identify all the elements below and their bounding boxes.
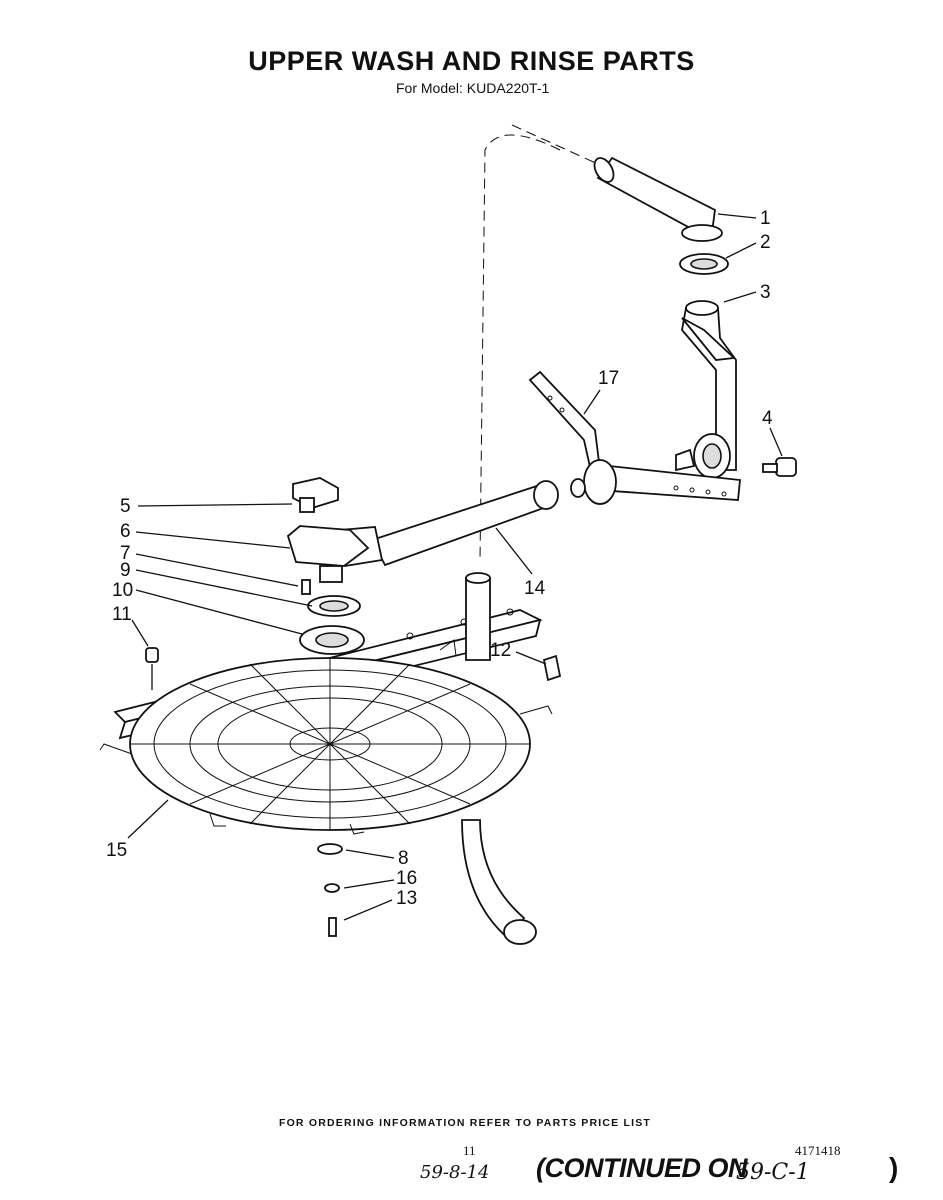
ordering-note: FOR ORDERING INFORMATION REFER TO PARTS …: [278, 1117, 652, 1129]
feed-path-line: [479, 134, 561, 561]
callout-5: 5: [120, 496, 131, 517]
part-6-hub-housing[interactable]: [286, 525, 370, 583]
part-12-clip[interactable]: [542, 654, 562, 682]
model-subtitle: For Model: KUDA220T-1: [396, 80, 550, 96]
callout-11: 11: [112, 604, 132, 625]
callout-6: 6: [120, 521, 131, 542]
part-13-screw[interactable]: [328, 917, 337, 937]
part-17-bracket[interactable]: [528, 370, 741, 505]
manifold-tube: [675, 433, 731, 479]
part-3-supply-tube[interactable]: [681, 300, 737, 471]
document-part-number: 4171418: [795, 1143, 841, 1158]
callout-12: 12: [490, 640, 511, 661]
part-14-conduit-tube[interactable]: [338, 480, 559, 568]
vertical-feed-pipe: [461, 572, 537, 945]
part-15-rack-wheel[interactable]: [99, 639, 553, 835]
part-8-washer[interactable]: [317, 843, 343, 855]
callout-4: 4: [762, 408, 773, 429]
part-16-washer[interactable]: [324, 883, 340, 893]
part-7-screw[interactable]: [301, 579, 311, 595]
part-2-seal-ring[interactable]: [679, 253, 729, 275]
callout-10: 10: [112, 580, 133, 601]
handwritten-reference-left: 59-8-14: [420, 1162, 490, 1183]
leader-lines: [127, 213, 783, 921]
handwritten-reference-right: 59-C-1: [736, 1160, 810, 1185]
callout-7: 7: [120, 543, 131, 564]
callout-15: 15: [106, 840, 127, 861]
continued-label: (CONTINUED ON: [536, 1153, 748, 1183]
part-4-clip[interactable]: [762, 457, 797, 477]
part-9-bearing-ring[interactable]: [307, 595, 361, 617]
part-1-elbow-tube[interactable]: [591, 155, 723, 242]
callout-8: 8: [398, 848, 409, 869]
callout-3: 3: [760, 282, 771, 303]
callout-1: 1: [760, 208, 771, 229]
callout-17: 17: [598, 368, 619, 389]
callout-16: 16: [396, 868, 417, 889]
part-11-nozzle[interactable]: [145, 647, 159, 690]
callout-14: 14: [524, 578, 546, 599]
feed-path-line-upper: [511, 124, 601, 166]
page-number: 11: [463, 1143, 476, 1158]
part-5-clip[interactable]: [292, 477, 339, 513]
callout-13: 13: [396, 888, 417, 909]
closing-paren: ): [889, 1152, 899, 1183]
page-title: UPPER WASH AND RINSE PARTS: [248, 46, 695, 76]
callout-9: 9: [120, 560, 131, 581]
callout-2: 2: [760, 232, 771, 253]
